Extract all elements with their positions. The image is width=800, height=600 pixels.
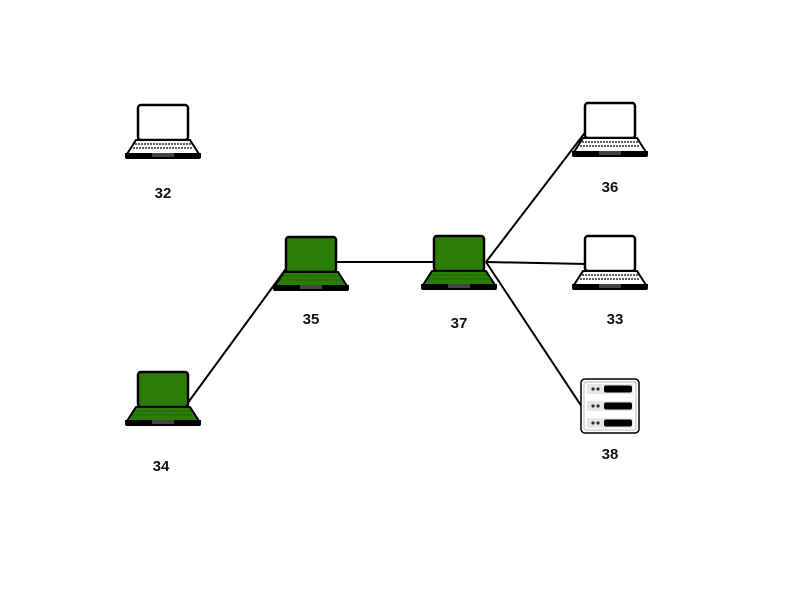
server-led — [591, 421, 595, 425]
laptop-node-34[interactable]: 34 — [125, 370, 201, 475]
laptop-screen — [432, 234, 486, 273]
laptop-keyboard — [572, 137, 648, 153]
laptop-node-36[interactable]: 36 — [572, 101, 648, 196]
laptop-icon — [572, 101, 648, 157]
laptop-trackpad — [599, 284, 621, 288]
laptop-keyboard — [572, 270, 648, 286]
laptop-trackpad — [152, 420, 174, 424]
edge-37-38 — [485, 261, 583, 408]
node-label: 38 — [602, 446, 619, 463]
laptop-keyboard — [125, 406, 201, 422]
edge-34-35 — [186, 265, 289, 405]
laptop-keyboard — [273, 271, 349, 287]
server-led — [596, 421, 600, 425]
laptop-node-32[interactable]: 32 — [125, 103, 201, 202]
server-led — [596, 404, 600, 408]
node-label: 34 — [153, 458, 170, 475]
server-led — [596, 387, 600, 391]
laptop-keyboard — [125, 139, 201, 155]
server-drive — [604, 385, 632, 393]
edge-37-33 — [485, 261, 588, 265]
laptop-node-35[interactable]: 35 — [273, 235, 349, 328]
laptop-screen — [136, 103, 190, 142]
laptop-trackpad — [448, 284, 470, 288]
laptop-screen — [136, 370, 190, 409]
node-label: 32 — [155, 185, 172, 202]
node-label: 35 — [303, 311, 320, 328]
laptop-trackpad — [599, 151, 621, 155]
laptop-node-37[interactable]: 37 — [421, 234, 497, 332]
node-label: 36 — [602, 179, 619, 196]
server-led — [591, 387, 595, 391]
laptop-screen — [583, 234, 637, 273]
laptop-icon — [273, 235, 349, 291]
server-led — [591, 404, 595, 408]
node-label: 37 — [451, 315, 468, 332]
laptop-keyboard — [421, 270, 497, 286]
server-drive — [604, 419, 632, 427]
server-icon — [580, 378, 640, 434]
laptop-icon — [125, 103, 201, 159]
laptop-trackpad — [152, 153, 174, 157]
edge-37-36 — [485, 129, 588, 263]
laptop-node-33[interactable]: 33 — [572, 234, 648, 328]
server-node-38[interactable]: 38 — [580, 378, 640, 463]
laptop-screen — [284, 235, 338, 274]
laptop-icon — [572, 234, 648, 290]
server-drive — [604, 402, 632, 410]
laptop-icon — [421, 234, 497, 290]
laptop-trackpad — [300, 285, 322, 289]
node-label: 33 — [607, 311, 624, 328]
laptop-screen — [583, 101, 637, 140]
nodes-layer: 32 36 35 37 33 34 38 — [125, 101, 648, 475]
edges-layer — [186, 129, 588, 408]
laptop-icon — [125, 370, 201, 426]
